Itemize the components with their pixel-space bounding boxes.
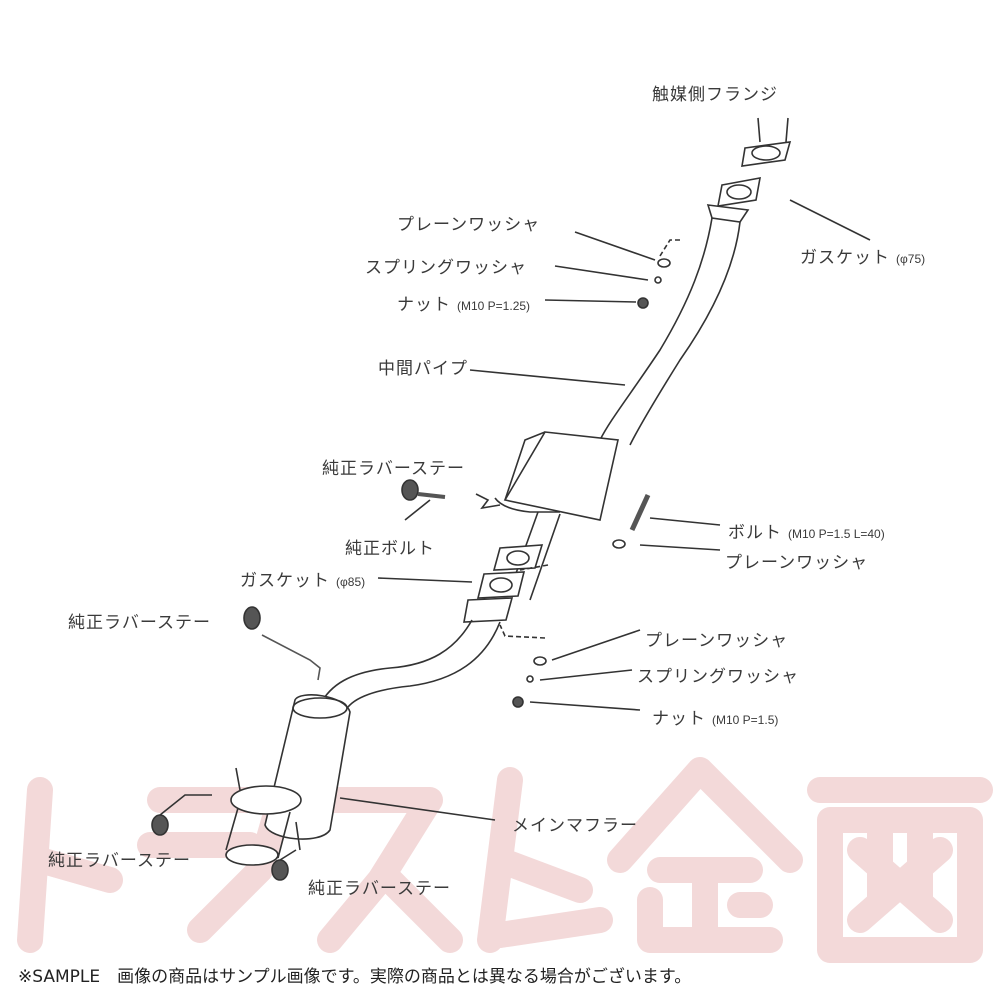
label-spec: (M10 P=1.5): [712, 713, 779, 727]
main-muffler: [225, 694, 351, 866]
hardware: [151, 258, 671, 881]
label-name: ナット: [652, 709, 706, 729]
gasket-85: [463, 544, 544, 623]
center-pipe: [599, 204, 750, 446]
label-spec: (φ85): [336, 575, 366, 589]
label-rubber-stay: 純正ラバーステー: [68, 613, 211, 633]
gasket-75: [717, 177, 761, 207]
label-plain-washer: プレーンワッシャ: [397, 215, 541, 235]
label-spec: (M10 P=1.25): [457, 299, 531, 313]
label-name: ボルト: [728, 523, 782, 543]
label-main-muffler: メインマフラー: [512, 816, 638, 836]
label-bolt: ボルト (M10 P=1.5 L=40): [728, 518, 885, 543]
catalyst-flange: [741, 117, 792, 167]
label-gasket-85: ガスケット (φ85): [240, 566, 365, 591]
label-spec: (φ75): [896, 252, 926, 266]
leader-lines: [339, 199, 871, 821]
label-catalyst-flange: 触媒側フランジ: [652, 85, 778, 105]
label-spec: (M10 P=1.5 L=40): [788, 527, 885, 541]
label-name: ガスケット: [800, 248, 890, 268]
label-plain-washer: プレーンワッシャ: [725, 553, 869, 573]
label-nut: ナット (M10 P=1.25): [397, 290, 530, 315]
label-name: ガスケット: [240, 571, 330, 591]
label-oem-bolt: 純正ボルト: [345, 539, 435, 559]
sample-disclaimer: ※SAMPLE 画像の商品はサンプル画像です。実際の商品とは異なる場合がございま…: [18, 967, 692, 987]
label-spring-washer: スプリングワッシャ: [365, 258, 527, 278]
label-gasket-75: ガスケット (φ75): [800, 243, 925, 268]
label-rubber-stay: 純正ラバーステー: [308, 879, 451, 899]
rear-pipe: [319, 564, 549, 713]
label-rubber-stay: 純正ラバーステー: [48, 851, 191, 871]
label-spring-washer: スプリングワッシャ: [637, 667, 799, 687]
label-name: ナット: [397, 295, 451, 315]
label-center-pipe: 中間パイプ: [378, 359, 468, 379]
label-plain-washer: プレーンワッシャ: [645, 631, 789, 651]
label-nut: ナット (M10 P=1.5): [652, 704, 778, 729]
label-rubber-stay: 純正ラバーステー: [322, 459, 465, 479]
sub-muffler: [475, 431, 619, 601]
